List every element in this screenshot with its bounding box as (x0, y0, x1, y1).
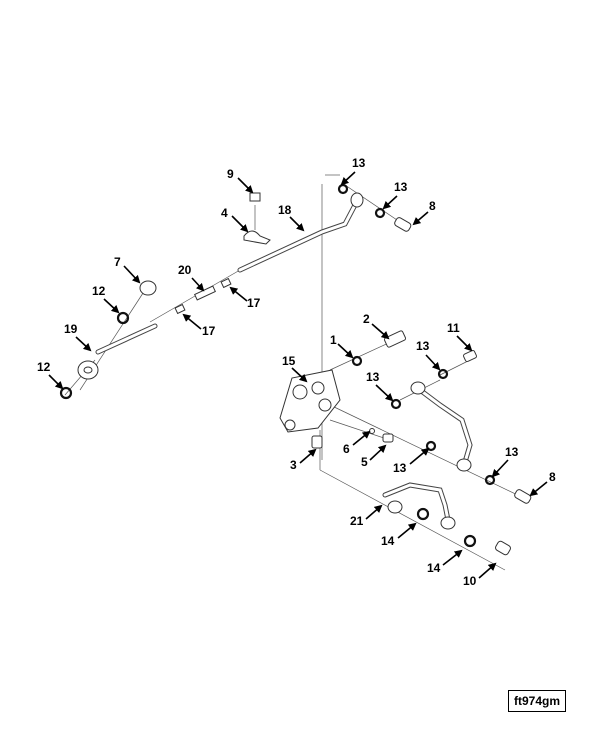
svg-text:12: 12 (37, 360, 51, 374)
svg-text:20: 20 (178, 263, 192, 277)
callout-13: 13 (366, 370, 394, 402)
callout-13: 13 (491, 445, 519, 478)
callout-14: 14 (381, 522, 417, 548)
callout-7: 7 (114, 255, 141, 284)
svg-text:3: 3 (290, 458, 297, 472)
callout-20: 20 (178, 263, 205, 292)
svg-text:13: 13 (394, 180, 408, 194)
svg-text:1: 1 (330, 333, 337, 347)
callout-19: 19 (64, 322, 92, 352)
callout-8: 8 (529, 470, 556, 497)
callout-17: 17 (229, 286, 261, 310)
svg-text:9: 9 (227, 167, 234, 181)
svg-text:13: 13 (366, 370, 380, 384)
svg-text:11: 11 (447, 321, 460, 335)
callout-9: 9 (227, 167, 254, 194)
callout-4: 4 (221, 206, 249, 233)
svg-text:15: 15 (282, 354, 296, 368)
callout-5: 5 (361, 444, 387, 469)
svg-text:7: 7 (114, 255, 121, 269)
callouts: 9 13 13 8 4 18 7 20 17 12 17 19 12 1 2 1… (37, 156, 556, 588)
parts (59, 183, 532, 556)
svg-text:4: 4 (221, 206, 228, 220)
callout-13: 13 (393, 447, 430, 475)
svg-text:8: 8 (429, 199, 436, 213)
svg-text:13: 13 (416, 339, 430, 353)
callout-2: 2 (363, 312, 390, 340)
svg-text:14: 14 (381, 534, 395, 548)
callout-14: 14 (427, 549, 463, 575)
callout-3: 3 (290, 448, 317, 472)
callout-10: 10 (463, 562, 497, 588)
svg-text:10: 10 (463, 574, 477, 588)
svg-text:13: 13 (505, 445, 519, 459)
svg-text:13: 13 (393, 461, 407, 475)
svg-text:5: 5 (361, 455, 368, 469)
svg-text:6: 6 (343, 442, 350, 456)
svg-text:14: 14 (427, 561, 441, 575)
callout-12: 12 (92, 284, 120, 314)
callout-1: 1 (330, 333, 354, 359)
svg-text:17: 17 (202, 324, 216, 338)
figure-id-label: ft974gm (508, 690, 566, 712)
callout-17: 17 (182, 313, 216, 338)
callout-21: 21 (350, 504, 383, 528)
svg-text:13: 13 (352, 156, 366, 170)
callout-13: 13 (340, 156, 366, 186)
callout-11: 11 (447, 321, 473, 352)
callout-18: 18 (278, 203, 305, 232)
callout-13: 13 (416, 339, 441, 371)
svg-text:2: 2 (363, 312, 370, 326)
callout-8: 8 (412, 199, 436, 226)
svg-text:21: 21 (350, 514, 364, 528)
svg-text:18: 18 (278, 203, 292, 217)
svg-text:19: 19 (64, 322, 78, 336)
svg-text:17: 17 (247, 296, 261, 310)
callout-15: 15 (282, 354, 308, 383)
callout-13: 13 (382, 180, 408, 210)
callout-12: 12 (37, 360, 64, 390)
callout-6: 6 (343, 430, 371, 456)
svg-text:12: 12 (92, 284, 106, 298)
svg-text:8: 8 (549, 470, 556, 484)
